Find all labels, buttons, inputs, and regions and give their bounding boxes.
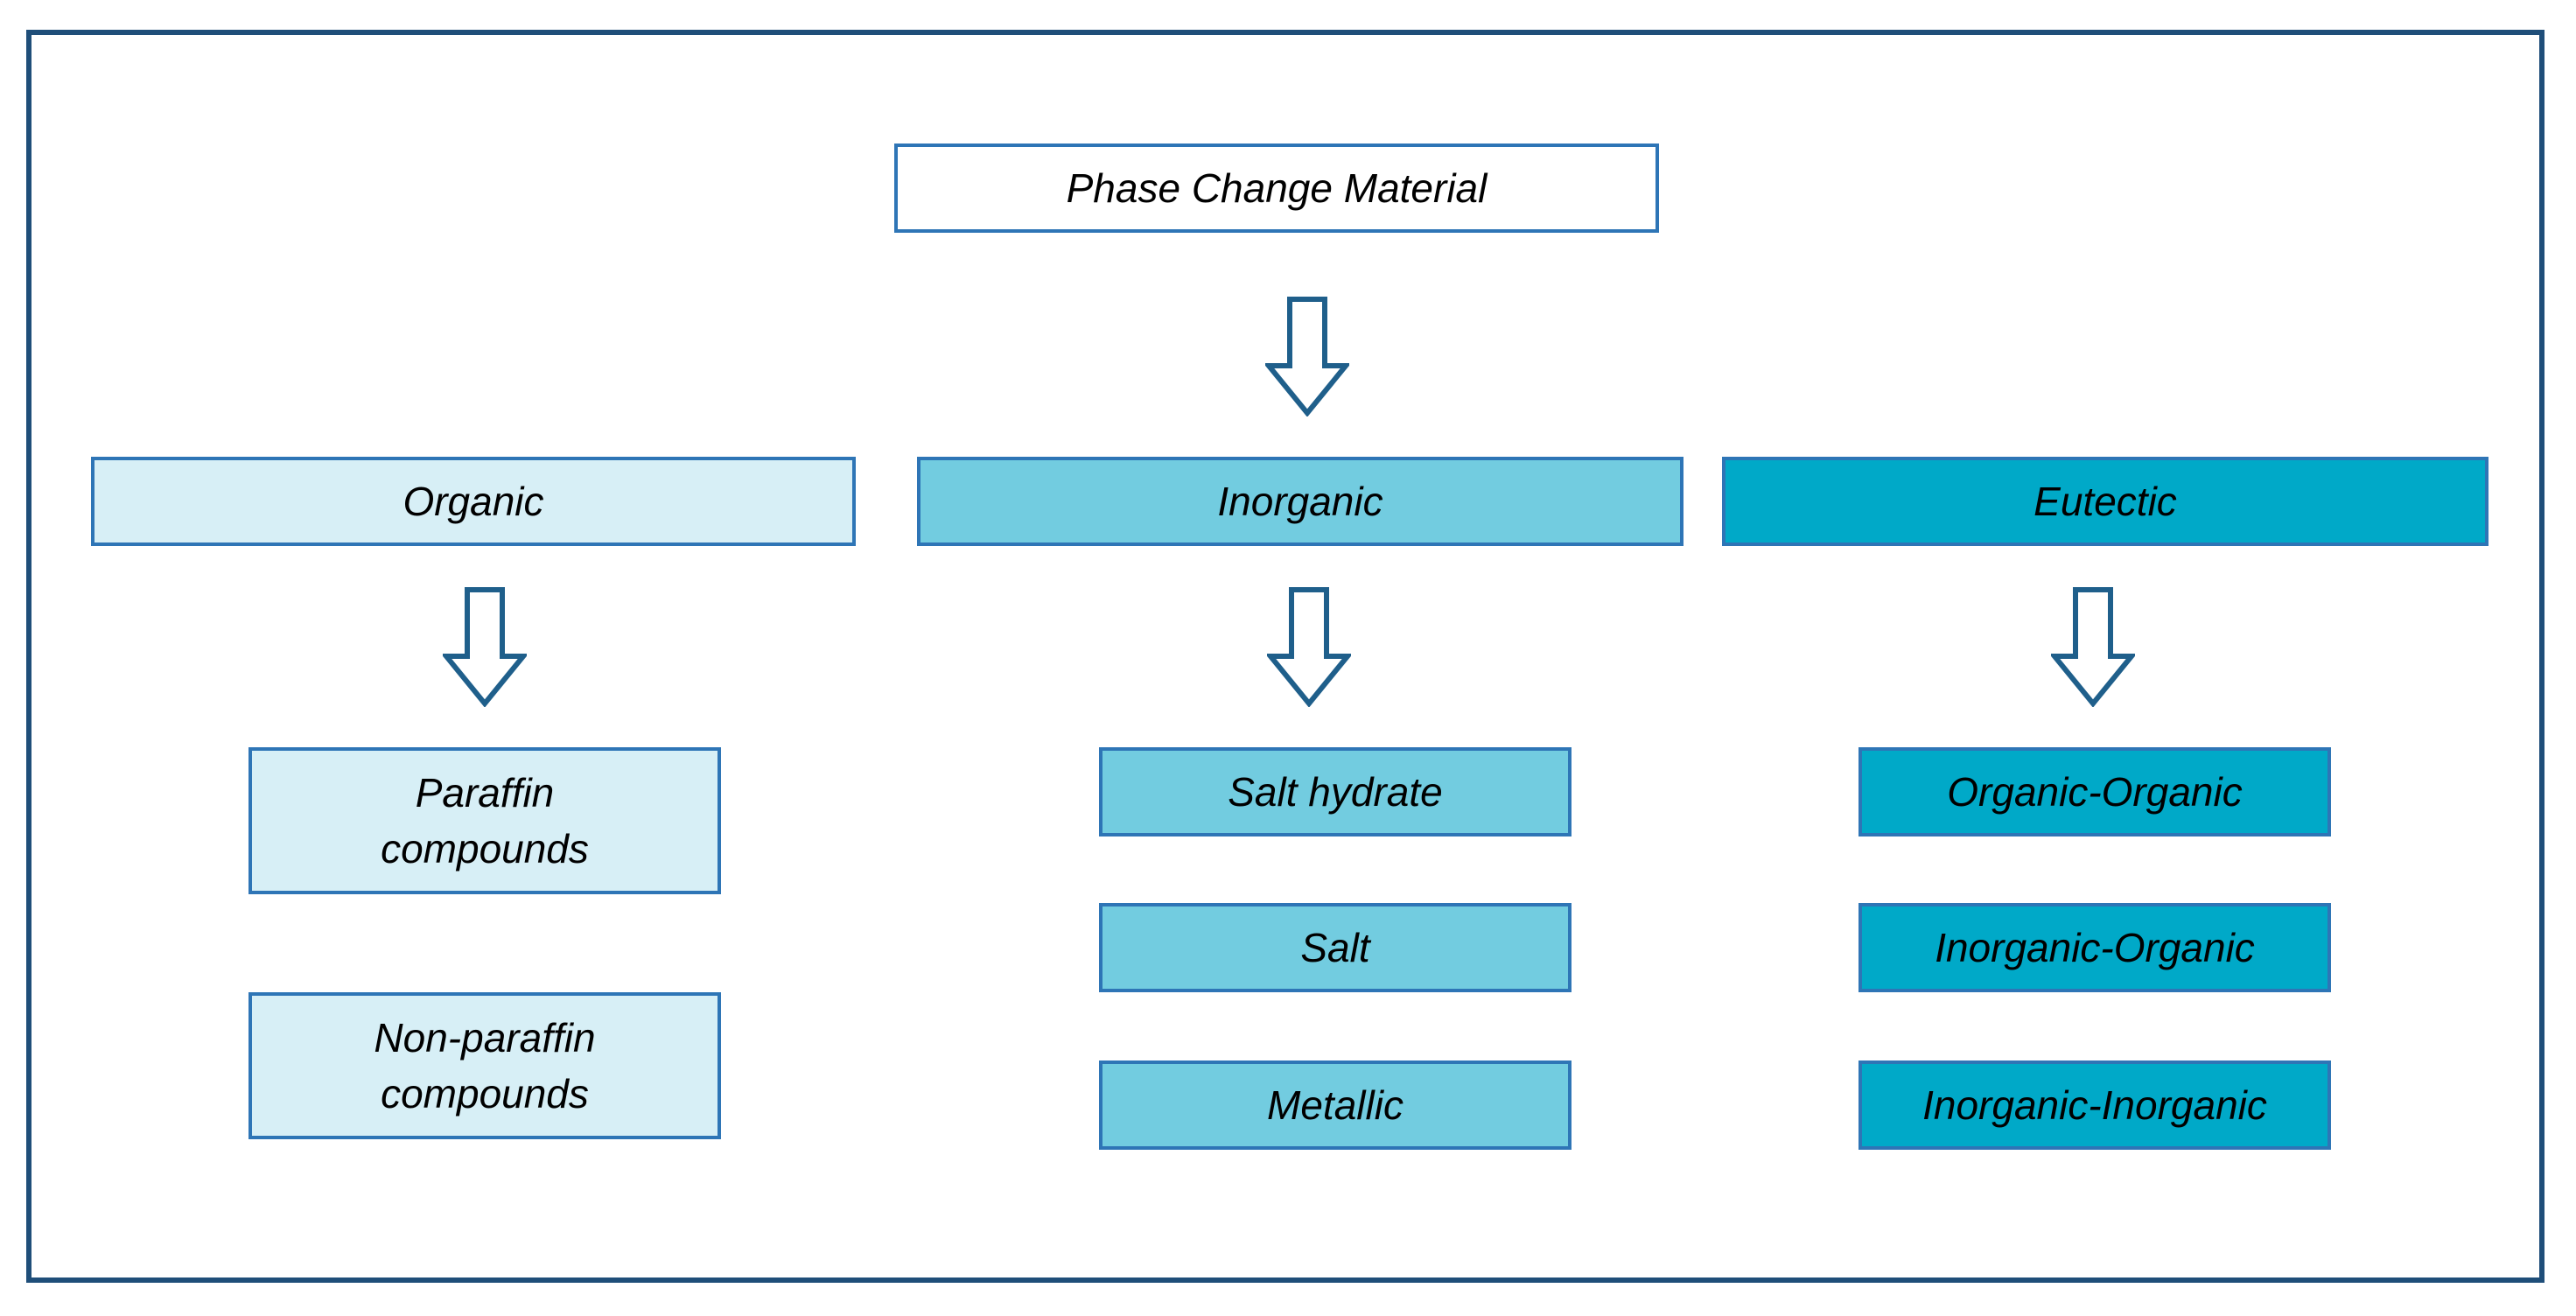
inorganic-item-metallic: Metallic [1099, 1060, 1572, 1150]
inorganic-item-salt: Salt [1099, 903, 1572, 992]
eutectic-item-inorganic-organic: Inorganic-Organic [1858, 903, 2331, 992]
root-node-phase-change-material: Phase Change Material [894, 144, 1659, 233]
down-arrow-icon-inorganic [1267, 586, 1351, 707]
down-arrow-icon-root [1265, 296, 1349, 416]
category-eutectic: Eutectic [1722, 457, 2488, 546]
down-arrow-icon-organic [443, 586, 527, 707]
down-arrow-icon-eutectic [2051, 586, 2135, 707]
eutectic-item-organic-organic: Organic-Organic [1858, 747, 2331, 836]
organic-item-non-paraffin: Non-paraffin compounds [248, 992, 721, 1139]
category-inorganic: Inorganic [917, 457, 1684, 546]
category-organic: Organic [91, 457, 856, 546]
eutectic-item-inorganic-inorganic: Inorganic-Inorganic [1858, 1060, 2331, 1150]
inorganic-item-salt-hydrate: Salt hydrate [1099, 747, 1572, 836]
organic-item-paraffin: Paraffin compounds [248, 747, 721, 894]
